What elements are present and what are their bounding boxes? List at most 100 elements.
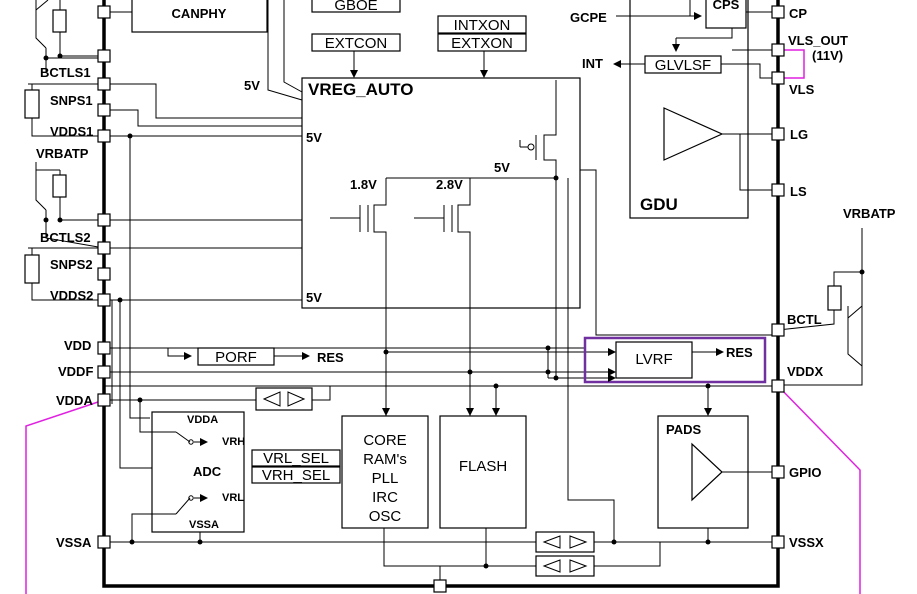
label-vdds1: VDDS1 <box>50 124 93 139</box>
flash-block <box>439 415 527 529</box>
pin-gpio <box>771 465 785 479</box>
label-5v-b: 5V <box>306 130 322 145</box>
vrh-sel-label: VRH_SEL <box>262 467 330 484</box>
adc-vssa-label: VSSA <box>189 519 219 531</box>
extxon-box <box>437 33 527 52</box>
core-block <box>341 415 429 529</box>
vrh-sel-box <box>251 466 341 484</box>
external-transistor-1 <box>24 0 104 137</box>
label-vdds2: VDDS2 <box>50 288 93 303</box>
vrl-sel-label: VRL_SEL <box>263 450 329 467</box>
pin-vdds1 <box>97 129 111 143</box>
label-vls: VLS <box>789 82 815 97</box>
gdu-label: GDU <box>640 195 678 214</box>
label-bctls2: BCTLS2 <box>40 230 91 245</box>
lvrf-highlight <box>583 336 767 384</box>
pin-vls-out <box>771 43 785 57</box>
pin-ls <box>771 183 785 197</box>
label-vdd: VDD <box>64 338 91 353</box>
pin-vdda <box>97 393 111 407</box>
external-transistor-2 <box>24 162 105 301</box>
gboe-label: GBOE <box>334 0 377 14</box>
adc-label: ADC <box>193 464 222 479</box>
pin-bctls1 <box>97 77 111 91</box>
vrbatp-right-label: VRBATP <box>843 206 896 221</box>
gboe-box <box>311 0 401 13</box>
pin-vls <box>771 71 785 85</box>
label-vssa: VSSA <box>56 535 92 550</box>
label-lg: LG <box>790 127 808 142</box>
gdu-block <box>629 0 749 219</box>
intxon-box <box>437 15 527 34</box>
gcpe-label: GCPE <box>570 10 607 25</box>
label-5v-c: 5V <box>306 290 322 305</box>
extcon-label: EXTCON <box>325 35 388 52</box>
label-vls-out: VLS_OUT <box>788 33 848 48</box>
pin-vddx <box>771 379 785 393</box>
pin-cp <box>771 5 785 19</box>
label-vssx: VSSX <box>789 535 824 550</box>
vls-magenta-jumper <box>778 49 805 79</box>
adc-vdda-label: VDDA <box>187 414 218 426</box>
core-line-4: IRC <box>372 489 398 506</box>
vrl-sel-box <box>251 449 341 467</box>
vdda-switch-box <box>255 387 313 411</box>
lvrf-block <box>615 341 693 379</box>
pin-bctls2 <box>97 241 111 255</box>
vreg-internal-circuit <box>330 80 559 420</box>
porf-res-label: RES <box>317 350 344 365</box>
extcon-box <box>311 33 401 52</box>
pin-vssx <box>771 535 785 549</box>
cps-block <box>705 0 747 29</box>
glvlsf-label: GLVLSF <box>655 57 711 74</box>
canphy-label: CANPHY <box>172 6 227 21</box>
vss-switch-box-1 <box>535 531 595 553</box>
vreg-auto-label: VREG_AUTO <box>308 80 414 99</box>
pads-label: PADS <box>666 422 701 437</box>
cps-label: CPS <box>713 0 740 12</box>
flash-label: FLASH <box>459 458 507 475</box>
lvrf-res-label: RES <box>726 345 753 360</box>
label-gpio: GPIO <box>789 465 822 480</box>
label-snps2: SNPS2 <box>50 257 93 272</box>
vddx-magenta-wire <box>777 385 861 594</box>
core-line-5: OSC <box>369 508 402 525</box>
core-line-1: CORE <box>363 432 406 449</box>
pin-vdd <box>97 341 111 355</box>
label-vdda: VDDA <box>56 393 93 408</box>
pin-vssa <box>97 535 111 549</box>
label-cp: CP <box>789 6 807 21</box>
label-bctl: BCTL <box>787 312 822 327</box>
pin-bctl <box>771 323 785 337</box>
pin-snps2 <box>97 267 111 281</box>
adc-vrh-label: VRH <box>222 436 245 448</box>
pin-bctls1-a <box>97 49 111 63</box>
core-line-2: RAM's <box>363 451 407 468</box>
label-5v-a: 5V <box>244 78 260 93</box>
pin-snps1 <box>97 103 111 117</box>
label-5v-d: 5V <box>494 160 510 175</box>
label-snps1: SNPS1 <box>50 93 93 108</box>
intxon-label: INTXON <box>454 17 511 34</box>
pin-vdds2 <box>97 293 111 307</box>
label-vrbatp: VRBATP <box>36 146 89 161</box>
adc-vrl-label: VRL <box>222 492 244 504</box>
vreg-auto-block <box>301 77 581 309</box>
extxon-label: EXTXON <box>451 35 513 52</box>
porf-label: PORF <box>215 349 257 366</box>
pin-bctls2-a <box>97 213 111 227</box>
core-line-3: PLL <box>372 470 399 487</box>
label-vddf: VDDF <box>58 364 93 379</box>
label-bctls1: BCTLS1 <box>40 65 91 80</box>
vdda-magenta-wire <box>25 399 105 594</box>
label-2v8: 2.8V <box>436 177 463 192</box>
lvrf-label: LVRF <box>635 351 672 368</box>
label-vls-out-note: (11V) <box>812 48 843 63</box>
pin-vddf <box>97 365 111 379</box>
label-vddx: VDDX <box>787 364 823 379</box>
label-ls: LS <box>790 184 807 199</box>
int-label: INT <box>582 56 603 71</box>
pin-lg <box>771 127 785 141</box>
label-1v8: 1.8V <box>350 177 377 192</box>
